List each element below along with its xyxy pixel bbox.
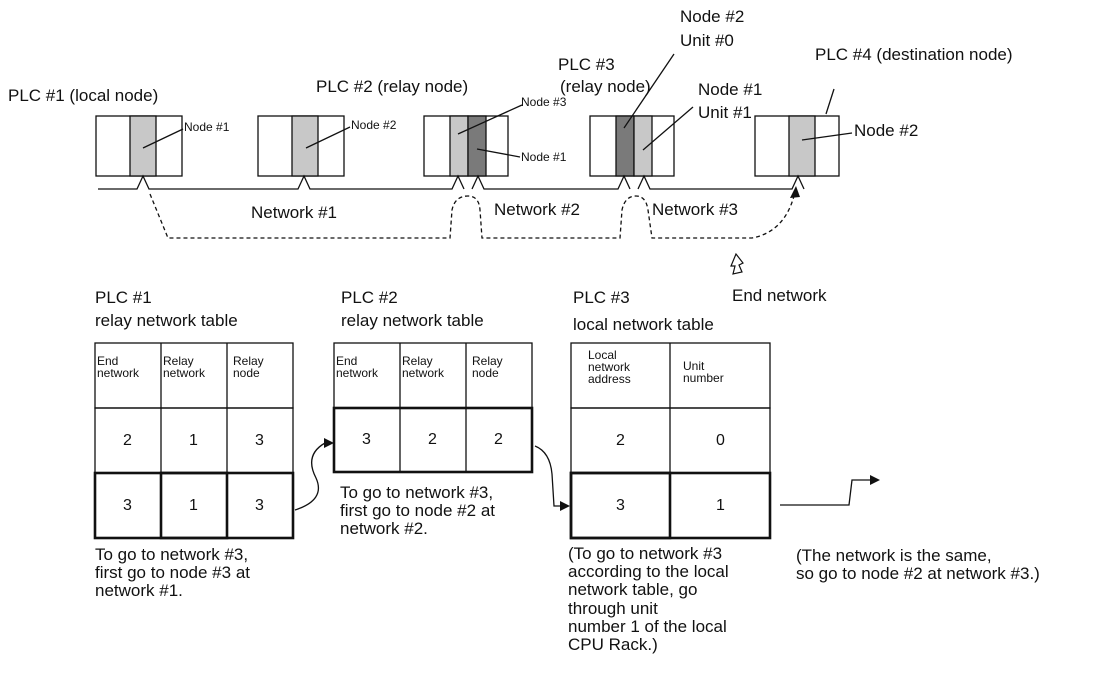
table2-title-l1: PLC #2 bbox=[341, 288, 398, 307]
plc4-node-label: Node #2 bbox=[854, 121, 919, 140]
plc3-node2-label-l2: Unit #0 bbox=[680, 31, 734, 50]
plc2-label: PLC #2 (relay node) bbox=[316, 77, 469, 96]
table3-r2c2: 1 bbox=[716, 497, 725, 514]
table1-title-l2: relay network table bbox=[95, 311, 238, 330]
table2-title-l2: relay network table bbox=[341, 311, 484, 330]
plc3-label-line1: PLC #3 bbox=[558, 55, 615, 74]
plc1-label: PLC #1 (local node) bbox=[8, 86, 159, 105]
plc2-unit bbox=[291, 115, 319, 177]
plc4-unit bbox=[788, 115, 816, 177]
plc2-relay-unit-node1 bbox=[467, 115, 487, 177]
network1-label: Network #1 bbox=[251, 203, 337, 222]
table1-r1c3: 3 bbox=[255, 432, 264, 449]
table3-title-l1: PLC #3 bbox=[573, 288, 630, 307]
table1-r1c1: 2 bbox=[123, 432, 132, 449]
table1-r2c1: 3 bbox=[123, 497, 132, 514]
table2-header-relay-node: Relay node bbox=[472, 354, 503, 380]
table3-caption: (To go to network #3 according to the lo… bbox=[568, 544, 729, 654]
plc3-node1-label-l1: Node #1 bbox=[698, 80, 763, 99]
table1-r2c2: 1 bbox=[189, 497, 198, 514]
plc3-node1-label-l2: Unit #1 bbox=[698, 103, 752, 122]
table1-r1c2: 1 bbox=[189, 432, 198, 449]
table2-caption: To go to network #3, first go to node #2… bbox=[340, 483, 495, 539]
table3-r1c2: 0 bbox=[716, 432, 725, 449]
network1-bus bbox=[98, 174, 465, 190]
final-note: (The network is the same, so go to node … bbox=[796, 546, 1040, 584]
table3-r2c1: 3 bbox=[616, 497, 625, 514]
table1-header-relay-node: Relay node bbox=[233, 354, 264, 380]
route-path bbox=[149, 193, 795, 239]
plc3-unit-node1 bbox=[633, 115, 653, 177]
plc2-relay-node1-label: Node #1 bbox=[521, 150, 567, 164]
table2-header-end-network: End network bbox=[336, 354, 379, 380]
plc3-unit-node2 bbox=[615, 115, 635, 177]
plc1-node-label: Node #1 bbox=[184, 120, 230, 134]
network2-bus bbox=[471, 174, 631, 190]
table1-title-l1: PLC #1 bbox=[95, 288, 152, 307]
route-arrowhead bbox=[790, 186, 800, 198]
plc3-node2-label-l1: Node #2 bbox=[680, 7, 745, 26]
connector-t3-out bbox=[780, 479, 872, 506]
table3-header-unit-number: Unit number bbox=[683, 359, 724, 385]
network3-label: Network #3 bbox=[652, 200, 738, 219]
table1-r2c3: 3 bbox=[255, 497, 264, 514]
plc4-label: PLC #4 (destination node) bbox=[815, 45, 1013, 64]
network3-bus bbox=[637, 174, 805, 190]
network2-label: Network #2 bbox=[494, 200, 580, 219]
table1-header-end-network: End network bbox=[97, 354, 140, 380]
end-network-arrow bbox=[730, 252, 744, 275]
table2-highlight-row bbox=[332, 406, 534, 474]
table3-title-l2: local network table bbox=[573, 315, 714, 334]
table2-r1c2: 2 bbox=[428, 431, 437, 448]
plc1-unit bbox=[129, 115, 157, 177]
plc2-node-label: Node #2 bbox=[351, 118, 397, 132]
table3-header-local-network-address: Local network address bbox=[588, 348, 631, 386]
end-network-label: End network bbox=[732, 286, 827, 305]
table2-r1c1: 3 bbox=[362, 431, 371, 448]
table1-caption: To go to network #3, first go to node #3… bbox=[95, 545, 250, 601]
plc2-relay-unit-node3 bbox=[449, 115, 469, 177]
table2-header-relay-network: Relay network bbox=[402, 354, 445, 380]
connector-t1-t2 bbox=[294, 442, 326, 511]
table1-header-relay-network: Relay network bbox=[163, 354, 206, 380]
plc2-relay-node3-label: Node #3 bbox=[521, 95, 567, 109]
table2-r1c3: 2 bbox=[494, 431, 503, 448]
table3-r1c1: 2 bbox=[616, 432, 625, 449]
connector-t2-t3 bbox=[534, 445, 561, 507]
plc3-label-line2: (relay node) bbox=[560, 77, 651, 96]
